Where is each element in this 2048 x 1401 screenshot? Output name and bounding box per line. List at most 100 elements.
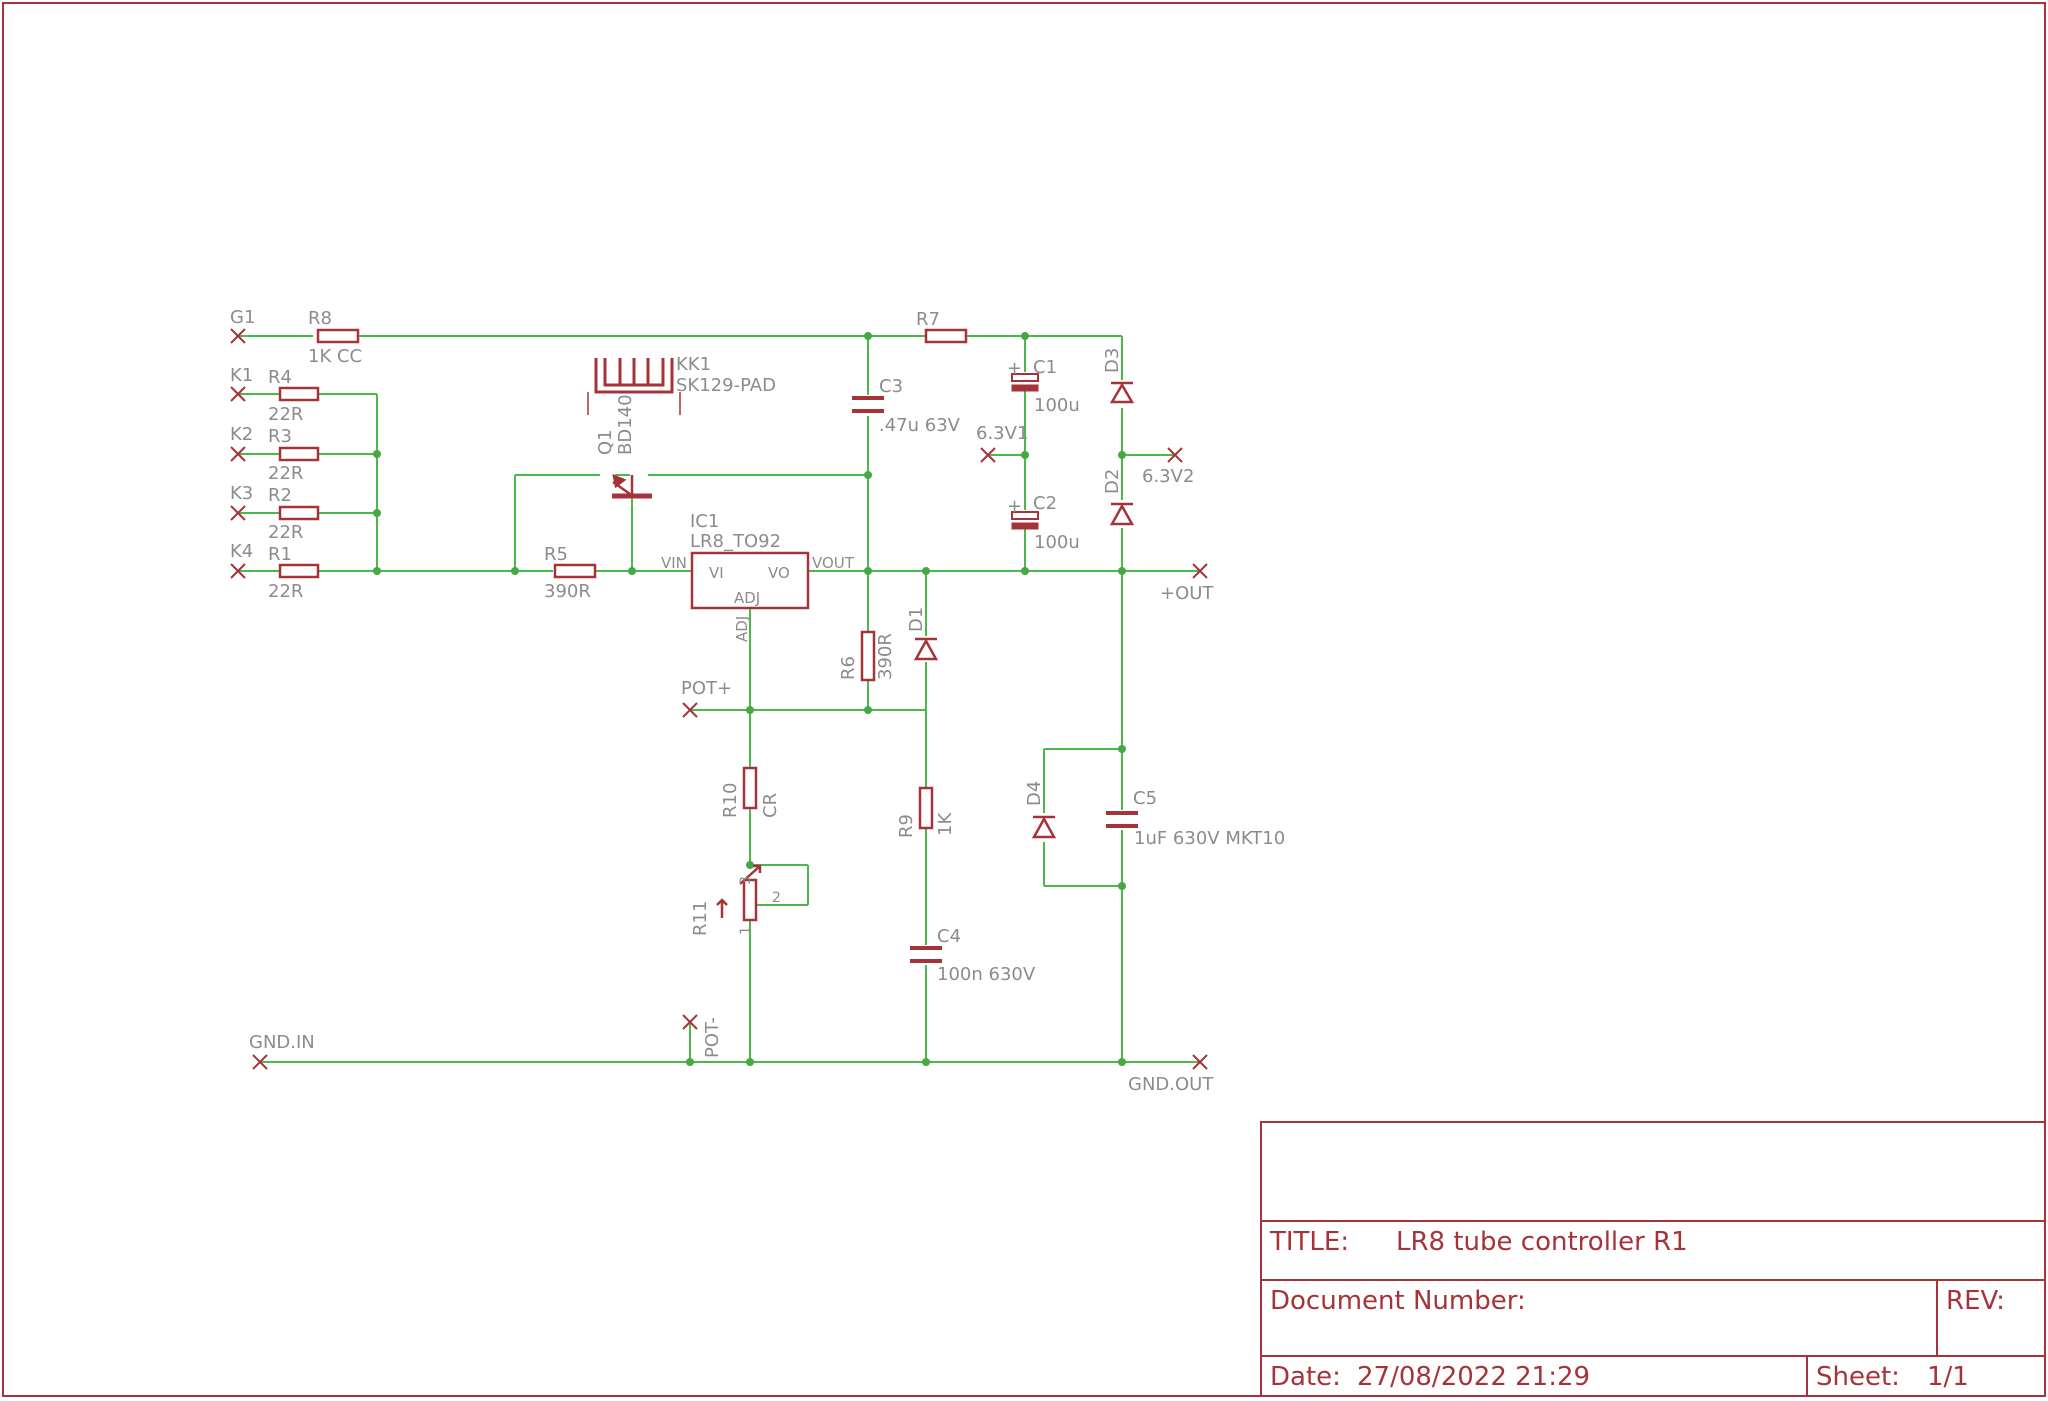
r1-value: 22R xyxy=(268,581,303,602)
r2-value: 22R xyxy=(268,522,303,543)
v63-1-label: 6.3V1 xyxy=(976,423,1028,444)
sheet-value: 1/1 xyxy=(1927,1362,1969,1392)
r7-resistor-icon xyxy=(924,328,968,344)
ic1-label: IC1 xyxy=(690,511,719,532)
k1-label: K1 xyxy=(230,365,253,386)
pin-vout-label: VOUT xyxy=(812,554,855,572)
c1-value: 100u xyxy=(1034,395,1080,416)
d1-diode-icon xyxy=(913,637,939,661)
gnd-out-label: GND.OUT xyxy=(1128,1074,1214,1095)
r11-pin2-label: 2 xyxy=(772,890,781,906)
r1-label: R1 xyxy=(268,544,292,565)
r4-label: R4 xyxy=(268,367,292,388)
c3-label: C3 xyxy=(879,376,903,397)
k4-connector-icon xyxy=(230,563,246,579)
ic1-vo-label: VO xyxy=(768,564,790,582)
v63-2-connector-icon xyxy=(1167,447,1183,463)
d2-diode-icon xyxy=(1109,502,1135,526)
r4-value: 22R xyxy=(268,404,303,425)
r2-label: R2 xyxy=(268,485,292,506)
gnd-in-connector-icon xyxy=(252,1054,268,1070)
sheet-label: Sheet: xyxy=(1816,1362,1900,1392)
c2-electrolytic-icon xyxy=(1011,511,1039,520)
c5-label: C5 xyxy=(1133,788,1157,809)
symbols xyxy=(278,328,1138,963)
d3-label: D3 xyxy=(1102,348,1123,373)
r4-resistor-icon xyxy=(278,386,320,402)
date-label: Date: xyxy=(1270,1362,1341,1392)
r11-arrow-icon xyxy=(716,898,728,918)
pot-minus-connector-icon xyxy=(682,1014,698,1030)
c5-value: 1uF 630V MKT10 xyxy=(1134,828,1285,849)
r10-label: R10 xyxy=(720,783,741,818)
docnum-label: Document Number: xyxy=(1270,1286,1526,1316)
pin-vin-label: VIN xyxy=(661,554,687,572)
out-plus-connector-icon xyxy=(1192,563,1208,579)
c1-electrolytic-icon xyxy=(1011,373,1039,382)
v63-2-label: 6.3V2 xyxy=(1142,466,1194,487)
title-label: TITLE: xyxy=(1269,1227,1349,1257)
gnd-in-label: GND.IN xyxy=(249,1032,315,1053)
ic1-vi-label: VI xyxy=(709,564,724,582)
c4-value: 100n 630V xyxy=(937,964,1036,985)
k3-connector-icon xyxy=(230,505,246,521)
c2-plus-icon: + xyxy=(1007,496,1022,517)
r11-wiper-icon xyxy=(739,864,762,885)
c2-value: 100u xyxy=(1034,532,1080,553)
pin-adj-label: ADJ xyxy=(733,616,751,642)
c1-label: C1 xyxy=(1033,357,1057,378)
r11-label: R11 xyxy=(690,901,711,936)
d3-diode-icon xyxy=(1109,381,1135,404)
r5-resistor-icon xyxy=(553,563,597,579)
pot-plus-connector-icon xyxy=(682,702,698,718)
r7-label: R7 xyxy=(916,309,940,330)
out-plus-label: +OUT xyxy=(1160,583,1214,604)
r6-label: R6 xyxy=(838,656,859,680)
r9-label: R9 xyxy=(896,814,917,838)
r6-resistor-icon xyxy=(860,630,876,682)
kk1-heatsink-icon xyxy=(594,358,674,394)
wires xyxy=(238,335,1200,1063)
c3-value: .47u 63V xyxy=(879,415,961,436)
r5-label: R5 xyxy=(544,544,568,565)
title-block xyxy=(1260,1121,2046,1397)
r2-resistor-icon xyxy=(278,505,320,521)
r3-value: 22R xyxy=(268,463,303,484)
r8-resistor-icon xyxy=(316,328,360,344)
c4-label: C4 xyxy=(937,926,961,947)
k2-label: K2 xyxy=(230,424,253,445)
q1-value: BD140 xyxy=(615,394,636,455)
junction-dots xyxy=(373,332,1126,1066)
r10-value: CR xyxy=(760,793,781,818)
k4-label: K4 xyxy=(230,541,253,562)
d2-label: D2 xyxy=(1102,469,1123,494)
r9-resistor-icon xyxy=(918,786,934,830)
kk1-label: KK1 xyxy=(676,354,711,375)
d4-label: D4 xyxy=(1024,781,1045,806)
pot-minus-label: POT- xyxy=(702,1017,723,1058)
r11-potentiometer-icon xyxy=(742,878,758,922)
v63-1-connector-icon xyxy=(980,447,996,463)
c2-label: C2 xyxy=(1033,493,1057,514)
kk1-value: SK129-PAD xyxy=(676,375,776,396)
title-block-text: TITLE: LR8 tube controller R1 Document N… xyxy=(1269,1227,2005,1392)
r6-value: 390R xyxy=(875,633,896,680)
title-value: LR8 tube controller R1 xyxy=(1396,1227,1688,1257)
ic1-value: LR8_TO92 xyxy=(690,531,781,552)
gnd-out-connector-icon xyxy=(1192,1054,1208,1070)
r11-pin3-label: 3 xyxy=(738,876,754,885)
pot-plus-label: POT+ xyxy=(681,678,732,699)
rev-label: REV: xyxy=(1946,1286,2005,1316)
r11-pin1-label: 1 xyxy=(738,926,754,935)
r8-value: 1K CC xyxy=(308,346,362,367)
c1-plus-icon: + xyxy=(1007,358,1022,379)
k2-connector-icon xyxy=(230,446,246,462)
g1-connector-icon xyxy=(230,328,246,344)
r1-resistor-icon xyxy=(278,563,320,579)
r8-label: R8 xyxy=(308,308,332,329)
k3-label: K3 xyxy=(230,483,253,504)
d4-diode-icon xyxy=(1031,815,1057,839)
date-value: 27/08/2022 21:29 xyxy=(1357,1362,1590,1392)
